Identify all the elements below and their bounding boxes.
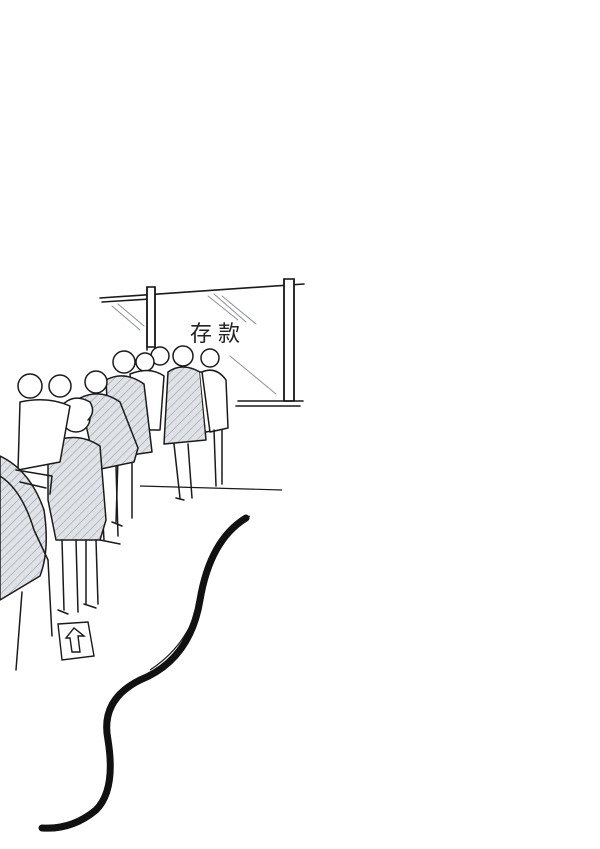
glass-window — [99, 278, 305, 407]
floor-arrow-marker — [57, 621, 95, 661]
person-seventh — [17, 373, 72, 471]
window-sign-text: 存款 — [190, 322, 246, 347]
thick-curving-ink-line — [38, 514, 250, 832]
person-second — [200, 348, 229, 487]
queue-of-people — [0, 345, 229, 671]
person-sixth-with-ponytail — [47, 397, 107, 615]
ground-lines — [139, 485, 283, 671]
person-foreground-back — [0, 455, 53, 671]
